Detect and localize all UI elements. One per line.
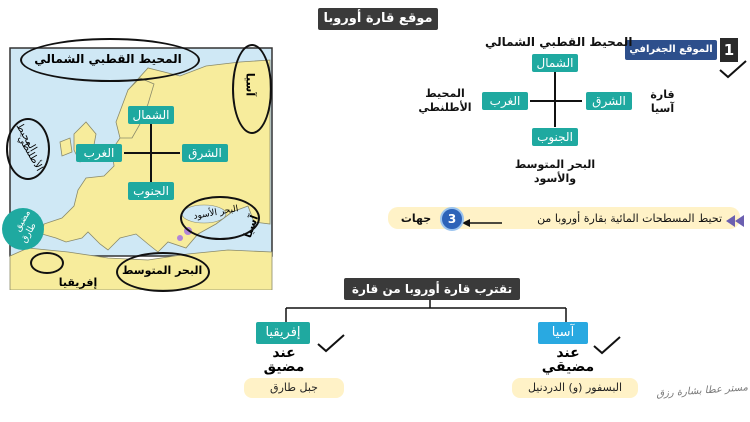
compass-west-label-1: المحيط [425,87,465,100]
compass-west: الغرب [482,92,528,110]
atlantic-oval [6,118,50,180]
africa-at-1: عند [272,345,296,361]
africa-strait-tag: جبل طارق [244,378,344,398]
map-east: الشرق [182,144,228,162]
compass-north: الشمال [532,54,578,72]
asia-badge: آسيا [538,322,588,344]
asia-straits-tag: البسفور (و) الدردنيل [512,378,638,398]
page-title: موقع قارة أوروبا [318,8,438,30]
surround-number: 3 [440,207,464,231]
compass-south-label-1: البحر المتوسط [514,158,596,171]
map-west: الغرب [76,144,122,162]
asia-at-1: عند [556,345,580,361]
africa-at-2: مضيق [263,359,305,375]
compass-horizontal-line [530,100,582,102]
mediterranean-oval [116,252,210,292]
compass-vertical-line [554,72,556,127]
compass-east-label-2: آسيا [650,102,675,115]
arctic-oval [20,38,200,82]
africa-check-mark-icon [316,332,346,354]
compass-east: الشرق [586,92,632,110]
tree-connector [280,300,580,322]
near-continents-title: تقترب قارة أوروبا من قارة [344,278,520,300]
surround-text: تحيط المسطحات المائية بقارة أوروبا من [537,212,722,225]
compass-south-label-2: والأسود [533,172,577,185]
play-arrows-icon [726,212,744,227]
compass-east-label-1: قارة [650,88,675,101]
section-number: 1 [720,38,738,62]
map-africa-label: إفريقيا [58,276,98,289]
section-label: الموقع الجغرافي [625,40,717,60]
gibraltar-badge [2,208,44,250]
asia-check-mark-icon [592,334,622,356]
map-south: الجنوب [128,182,174,200]
signature: مستر عطا بشارة رزق [655,382,749,400]
asia-top-oval [232,44,272,134]
map-mediterranean-label: البحر المتوسط [122,264,203,277]
arrow-left-icon [462,213,502,227]
asia-at-2: مضيقي [541,359,595,375]
map-arctic-label: المحيط القطبي الشمالي [34,52,182,66]
surround-suffix: جهات [400,212,432,225]
map-compass-horizontal [124,152,180,154]
map-asia-top-label: آسيا [243,72,257,97]
map-north: الشمال [128,106,174,124]
black-sea-oval [180,196,260,240]
compass-north-label: المحيط القطبي الشمالي [485,35,633,49]
check-mark-icon [718,58,748,80]
compass-south: الجنوب [532,128,578,146]
compass-west-label-2: الأطلنطي [418,101,472,114]
africa-badge: إفريقيا [256,322,310,344]
gibraltar-oval [30,252,64,274]
